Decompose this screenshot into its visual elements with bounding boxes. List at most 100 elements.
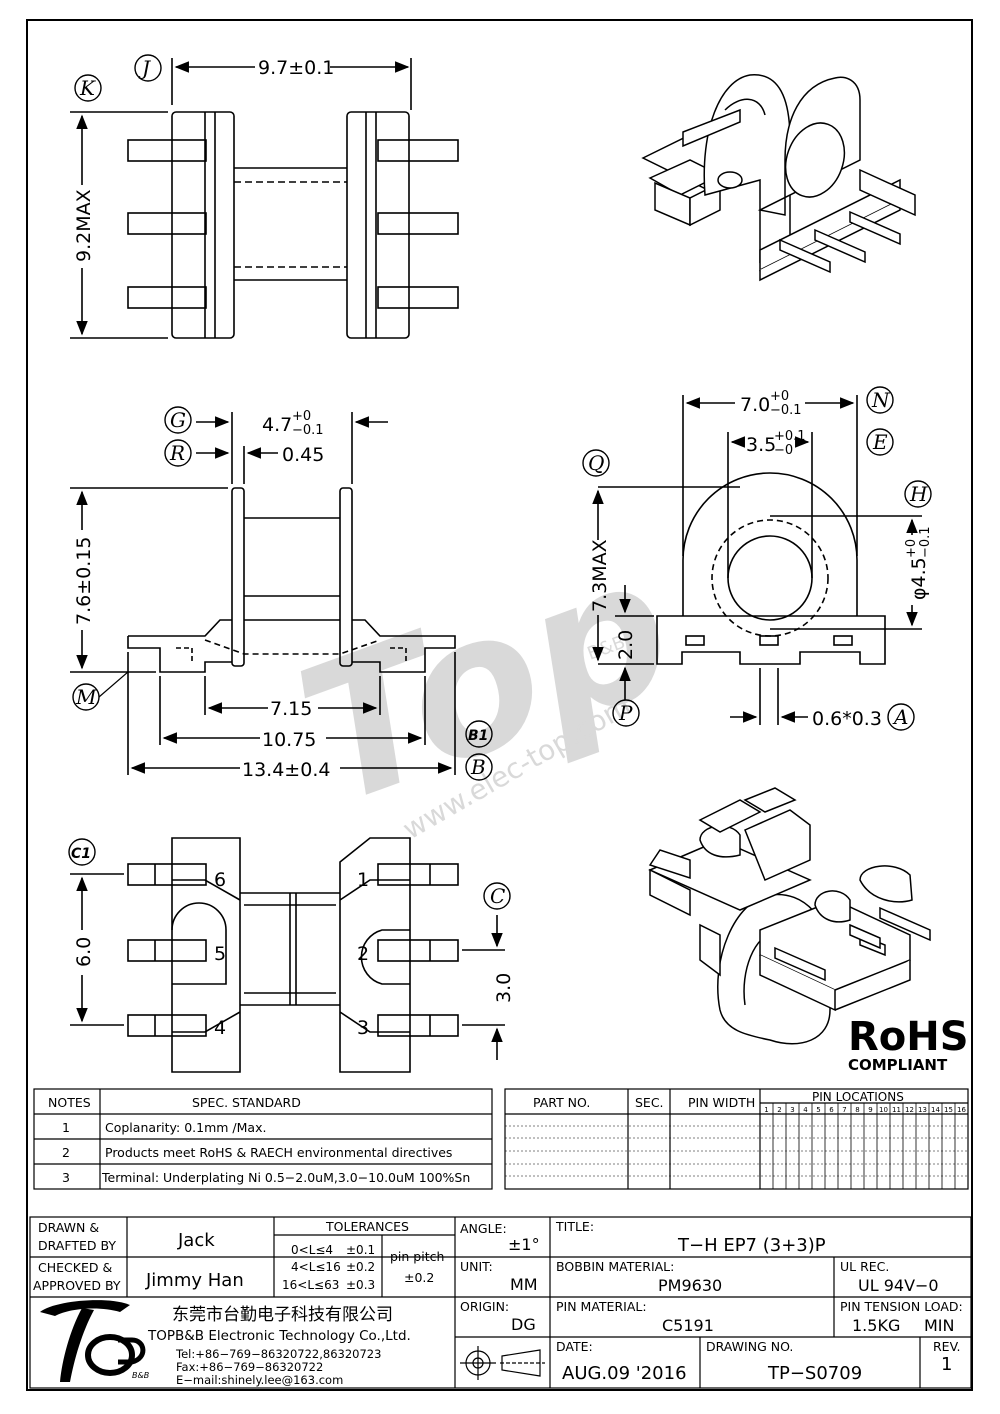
ul-label: UL REC. [840,1259,889,1274]
date-label: DATE: [556,1339,593,1354]
note-2-no: 2 [62,1145,70,1160]
dim-front-e-tol-up: +0.1 [774,429,806,444]
spec-header: SPEC. STANDARD [192,1095,301,1110]
part-no-header: PART NO. [533,1095,590,1110]
checked-label-1: CHECKED & [38,1260,112,1275]
title-value: T−H EP7 (3+3)P [677,1235,826,1256]
title-label: TITLE: [555,1219,594,1234]
pin-location-13: 13 [918,1106,927,1114]
drawn-label-1: DRAWN & [38,1220,99,1235]
drawn-label-2: DRAFTED BY [38,1238,116,1253]
label-e: E [866,428,894,456]
ul-value: UL 94V−0 [858,1276,939,1295]
drawing-no-value: TP−S0709 [767,1363,862,1384]
dim-side-w2: 10.75 [262,729,316,751]
company-logo: B&B [40,1300,149,1382]
note-1-no: 1 [62,1120,70,1135]
dim-side-r: 0.45 [282,444,324,466]
pin-tension-value: 1.5KG [852,1316,900,1335]
svg-text:A: A [892,705,908,729]
note-3-no: 3 [62,1170,70,1185]
pin-location-7: 7 [842,1106,846,1114]
label-h: H [904,480,932,508]
rohs-badge: RoHS COMPLIANT [848,1014,969,1074]
unit-label: UNIT: [460,1259,493,1274]
pin-label-6: 6 [214,869,226,891]
bottom-view [70,837,505,1073]
company-name-cn: 东莞市台勤电子科技有限公司 [172,1305,393,1325]
dim-front-n: 7.0 [740,394,770,416]
notes-table [33,1088,493,1190]
pin-location-14: 14 [931,1106,940,1114]
svg-text:C: C [490,884,505,908]
label-c: C [483,882,511,910]
watermark: Top B&B www.elec-top.com [274,514,699,849]
sec-header: SEC. [635,1095,664,1110]
side-view [70,412,456,775]
pin-material-value: C5191 [662,1316,714,1335]
svg-text:B: B [470,755,486,779]
pin-tension-label: PIN TENSION LOAD: [840,1299,963,1314]
unit-value: MM [510,1275,538,1294]
tolerances-label: TOLERANCES [325,1219,409,1234]
dim-front-e: 3.5 [746,434,776,456]
note-2-text: Products meet RoHS & RAECH environmental… [105,1145,452,1160]
pin-location-10: 10 [879,1106,888,1114]
tol-range-2: 4<L≤16 [291,1260,341,1274]
pin-tension-min: MIN [924,1316,955,1335]
pin-width-header: PIN WIDTH [688,1095,755,1110]
rev-value: 1 [941,1354,952,1375]
dim-side-g-group: 4.7 +0 −0.1 [262,409,324,438]
iso-view-bottom [648,787,931,1045]
label-b: B [465,753,493,781]
dim-side-g: 4.7 [262,414,292,436]
dim-side-height: 7.6±0.15 [73,537,95,625]
title-block [29,1216,972,1389]
dim-bottom-pitch: 3.0 [493,973,515,1003]
dim-front-n-tol-dn: −0.1 [770,403,802,418]
date-value: AUG.09 '2016 [562,1363,687,1384]
pin-location-15: 15 [944,1106,953,1114]
drawn-by: Jack [177,1230,215,1251]
dim-side-w1: 7.15 [270,698,312,720]
svg-text:M: M [75,685,97,709]
pin-pitch-label: pin pitch [390,1249,444,1264]
parts-table [504,1088,969,1190]
dim-side-g-tol-dn: −0.1 [292,423,324,438]
svg-text:R: R [169,441,185,465]
svg-text:H: H [909,482,928,506]
rev-label: REV. [933,1339,961,1354]
svg-text:G: G [170,408,186,432]
pin-location-3: 3 [790,1106,794,1114]
pin-location-8: 8 [855,1106,859,1114]
front-view [592,395,922,725]
pin-location-4: 4 [803,1106,808,1114]
dim-bottom-height: 6.0 [73,937,95,967]
checked-label-2: APPROVED BY [33,1278,121,1293]
tol-value-3: ±0.3 [346,1278,375,1292]
pin-location-16: 16 [957,1106,966,1114]
company-fax: Fax:+86−769−86320722 [176,1360,323,1374]
rohs-compliant: COMPLIANT [848,1056,948,1074]
svg-text:P: P [618,701,633,725]
pin-location-12: 12 [905,1106,914,1114]
tol-value-2: ±0.2 [346,1260,375,1274]
dim-front-p: 2.0 [615,630,637,660]
dim-side-w3: 13.4±0.4 [242,759,330,781]
dim-front-n-group: 7.0 +0 −0.1 [740,389,802,418]
dim-top-height: 9.2MAX [73,189,95,262]
svg-text:B1: B1 [468,728,488,744]
dim-front-h-group: φ4.5 +0 −0.1 [904,526,933,600]
label-c1: C1 [68,838,96,866]
pin-location-6: 6 [829,1106,834,1114]
pin-location-2: 2 [777,1106,781,1114]
bobbin-label: BOBBIN MATERIAL: [556,1259,674,1274]
label-r: R [164,439,192,467]
origin-value: DG [511,1315,536,1334]
dim-front-q: 7.3MAX [589,539,611,612]
dim-top-width: 9.7±0.1 [258,57,334,79]
sheet-border [26,19,973,1391]
pin-location-5: 5 [816,1106,820,1114]
pin-pitch-tol: ±0.2 [404,1270,434,1285]
